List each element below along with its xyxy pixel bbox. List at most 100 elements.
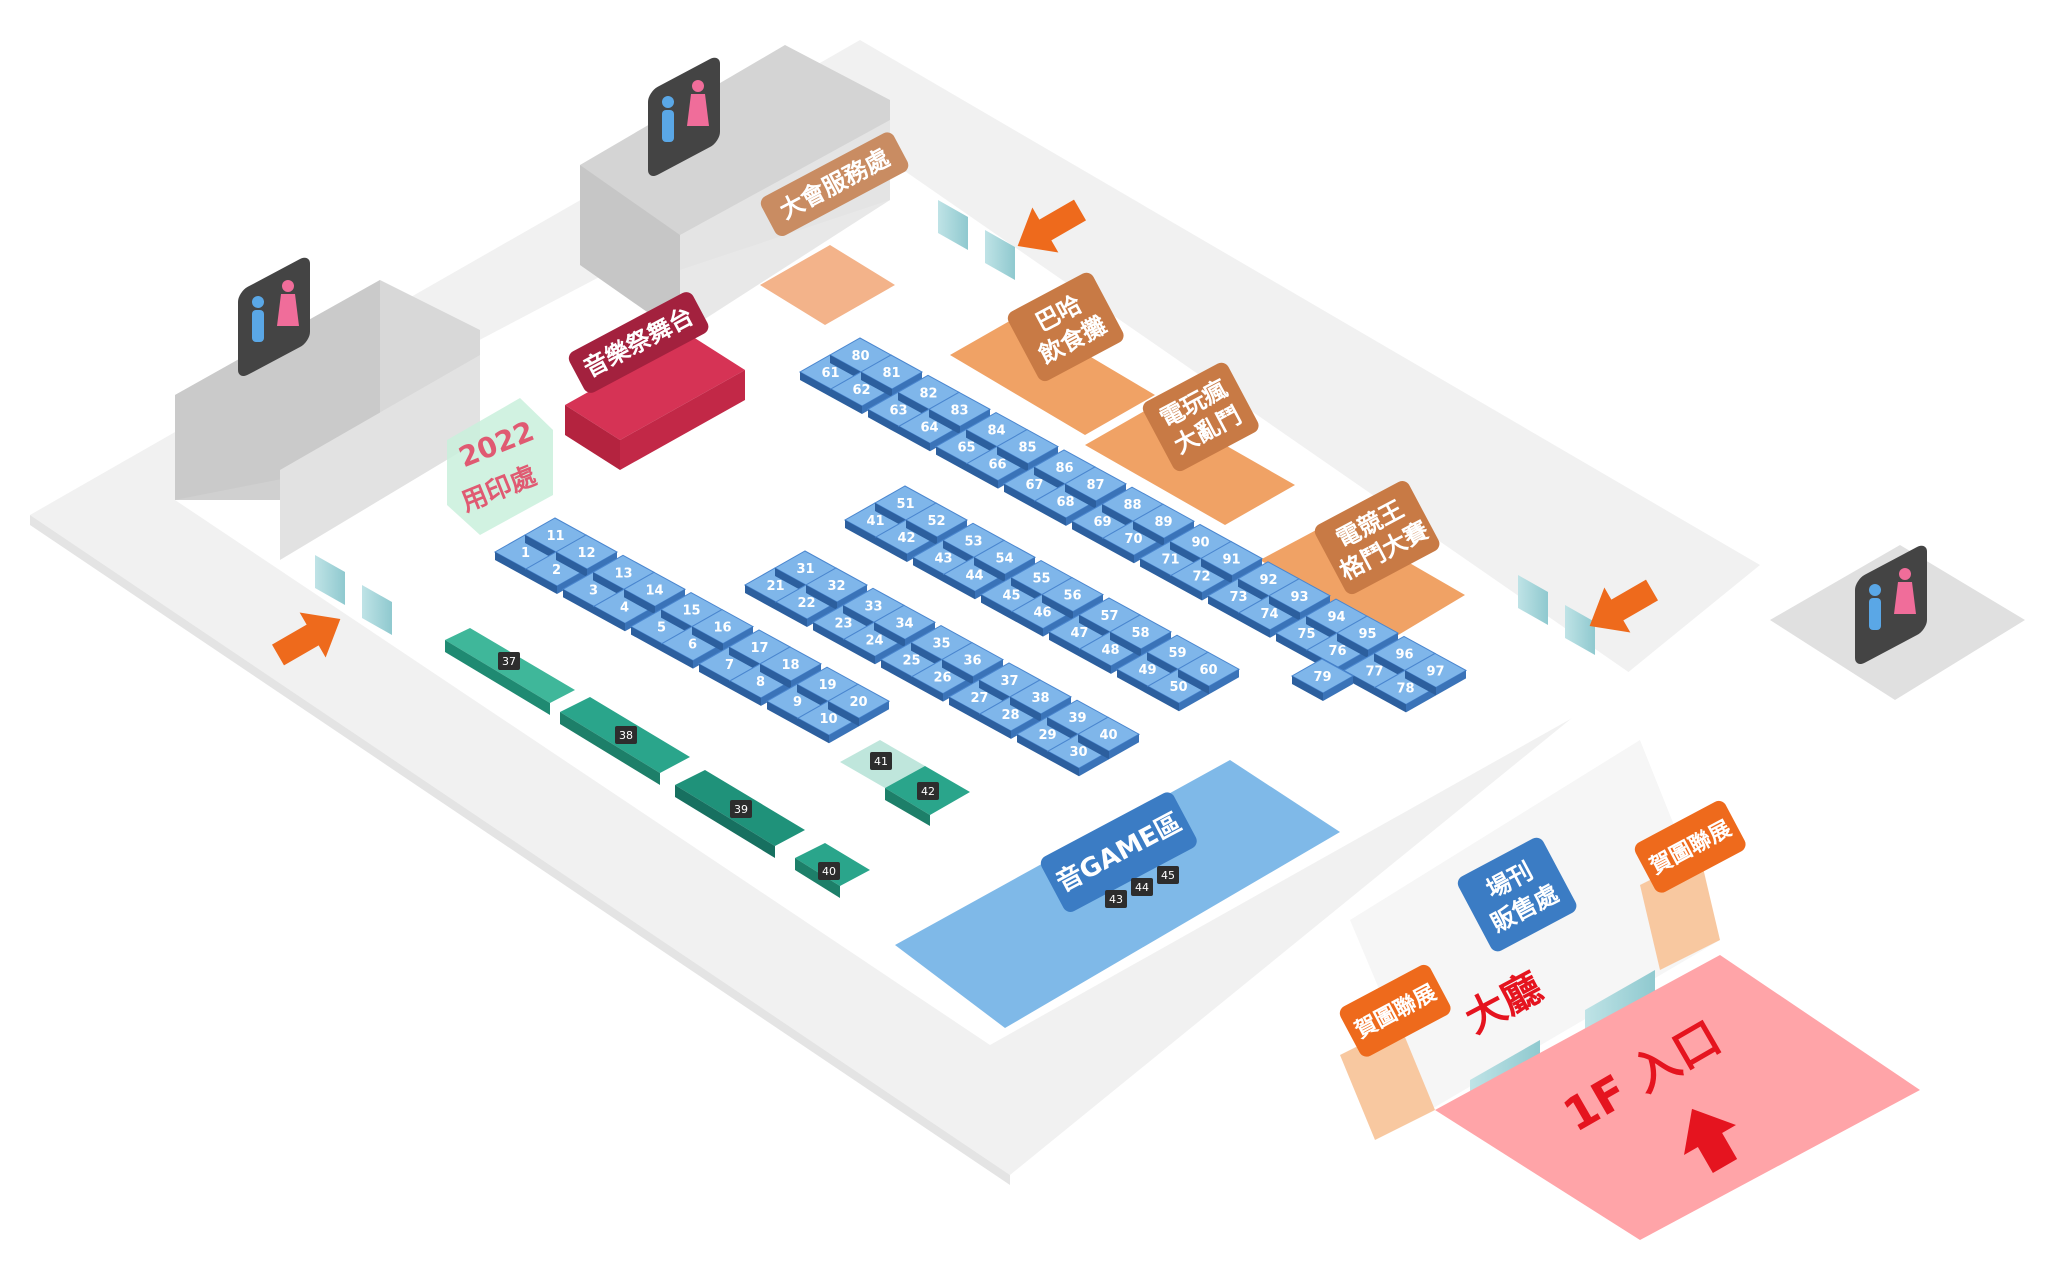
booth-tile[interactable]: 72 <box>1169 557 1234 601</box>
booth-number: 49 <box>1138 663 1156 678</box>
booth-number: 78 <box>1396 681 1414 696</box>
booth-tile[interactable]: 78 <box>1373 669 1438 713</box>
booth-number: 96 <box>1395 647 1413 662</box>
booth-number: 6 <box>688 638 697 653</box>
booth-number: 8 <box>756 675 765 690</box>
booth-number: 4 <box>620 600 629 615</box>
outer-floor-edge <box>30 515 1010 1185</box>
booth-tile[interactable]: 18 <box>758 646 823 689</box>
booth-number: 77 <box>1365 664 1383 679</box>
booth-tile[interactable]: 87 <box>1063 466 1128 509</box>
booth-number: 12 <box>577 546 595 561</box>
booth-tile[interactable]: 2 <box>524 551 589 594</box>
booth-number: 11 <box>546 529 564 544</box>
booth-number: 46 <box>1033 606 1051 621</box>
booth-tile[interactable]: 48 <box>1078 631 1143 674</box>
booth-tile[interactable]: 56 <box>1040 577 1105 620</box>
booth-tile[interactable]: 62 <box>829 371 894 414</box>
booth-tile[interactable]: 91 <box>1199 540 1264 584</box>
booth-tile[interactable]: 8 <box>728 663 793 706</box>
esports-fighting-label: 電競王 格鬥大賽 <box>1314 481 1440 595</box>
booth-tile[interactable]: 34 <box>872 604 937 648</box>
booth-number: 39 <box>1068 711 1086 726</box>
booth-number: 13 <box>614 566 632 581</box>
arrow-icon <box>1017 199 1086 253</box>
booth-number: 27 <box>970 691 988 706</box>
booth-number: 29 <box>1038 728 1056 743</box>
booth-number: 86 <box>1055 461 1073 476</box>
booth-tile[interactable]: 66 <box>965 446 1030 489</box>
booth-tile[interactable]: 30 <box>1046 733 1111 777</box>
booth-tile[interactable]: 97 <box>1403 652 1468 696</box>
booth-number: 85 <box>1018 441 1036 456</box>
booth-number: 19 <box>818 678 836 693</box>
booth-tile[interactable]: 24 <box>842 621 907 665</box>
booth-number: 45 <box>1002 589 1020 604</box>
booth-number: 2 <box>552 563 561 578</box>
booth-tile[interactable]: 81 <box>859 354 924 397</box>
restroom-icon <box>1855 545 1927 665</box>
booth-tile[interactable]: 54 <box>972 539 1037 583</box>
booth-tile[interactable]: 38 <box>1008 679 1073 722</box>
booth-number: 32 <box>827 579 845 594</box>
booth-tile[interactable]: 12 <box>554 534 619 577</box>
booth-tile[interactable]: 83 <box>927 391 992 435</box>
booth-tile[interactable]: 22 <box>774 584 839 627</box>
booth-number: 88 <box>1123 498 1141 513</box>
booth-tile[interactable]: 28 <box>978 696 1043 739</box>
entrance-area <box>1435 955 1920 1240</box>
booth-tag: 41 <box>870 752 892 770</box>
booth-number: 57 <box>1100 609 1118 624</box>
booth-tile[interactable]: 40 <box>1076 716 1141 760</box>
booth-number: 30 <box>1069 745 1087 760</box>
booth-tile[interactable]: 64 <box>897 408 962 452</box>
booth-number: 31 <box>796 562 814 577</box>
booth-number: 95 <box>1358 627 1376 642</box>
booth-number: 66 <box>988 458 1006 473</box>
booth-tile[interactable]: 20 <box>826 683 891 727</box>
booth-number: 14 <box>645 583 663 598</box>
booth-tile[interactable]: 79 <box>1290 658 1355 701</box>
booth-tile[interactable]: 10 <box>796 700 861 744</box>
booth-tile[interactable]: 60 <box>1176 651 1241 695</box>
booth-tag: 42 <box>917 782 939 800</box>
booth-tile[interactable]: 95 <box>1335 615 1400 659</box>
booth-tile[interactable]: 14 <box>622 571 687 615</box>
booth-number: 9 <box>793 695 802 710</box>
music-stage-side <box>565 405 620 470</box>
booth-tile[interactable]: 4 <box>592 588 657 632</box>
booth-number: 60 <box>1199 663 1217 678</box>
booth-tile[interactable]: 16 <box>690 609 755 652</box>
music-stage-front <box>620 370 745 470</box>
booth-tag: 39 <box>730 800 752 818</box>
svg-text:43: 43 <box>1109 893 1123 906</box>
booth-tile[interactable]: 32 <box>804 567 869 610</box>
wall-block-left-side <box>280 355 480 560</box>
svg-text:40: 40 <box>822 865 836 878</box>
music-stage-top <box>565 335 745 440</box>
booth-number: 59 <box>1168 646 1186 661</box>
booth-number: 5 <box>657 621 666 636</box>
booth-tile[interactable]: 42 <box>874 519 939 562</box>
svg-text:38: 38 <box>619 729 633 742</box>
booth-tile[interactable]: 74 <box>1237 595 1302 638</box>
booth-tile[interactable]: 93 <box>1267 578 1332 621</box>
booth-number: 92 <box>1259 573 1277 588</box>
booth-tile[interactable]: 26 <box>910 659 975 702</box>
booth-tile[interactable]: 85 <box>995 429 1060 472</box>
booth-number: 37 <box>1000 674 1018 689</box>
booth-tag: 44 <box>1131 878 1153 896</box>
booth-number: 75 <box>1297 627 1315 642</box>
booth-tag: 37 <box>498 652 520 670</box>
booth-tile[interactable]: 36 <box>940 642 1005 685</box>
booth-number: 1 <box>521 546 530 561</box>
booth-tile[interactable]: 6 <box>660 626 725 669</box>
booth-tile[interactable]: 58 <box>1108 614 1173 657</box>
booth-tile[interactable]: 44 <box>942 556 1007 600</box>
booth-tile[interactable]: 89 <box>1131 503 1196 547</box>
booth-tile[interactable]: 52 <box>904 502 969 545</box>
booth-number: 93 <box>1290 590 1308 605</box>
booth-number: 25 <box>902 654 920 669</box>
